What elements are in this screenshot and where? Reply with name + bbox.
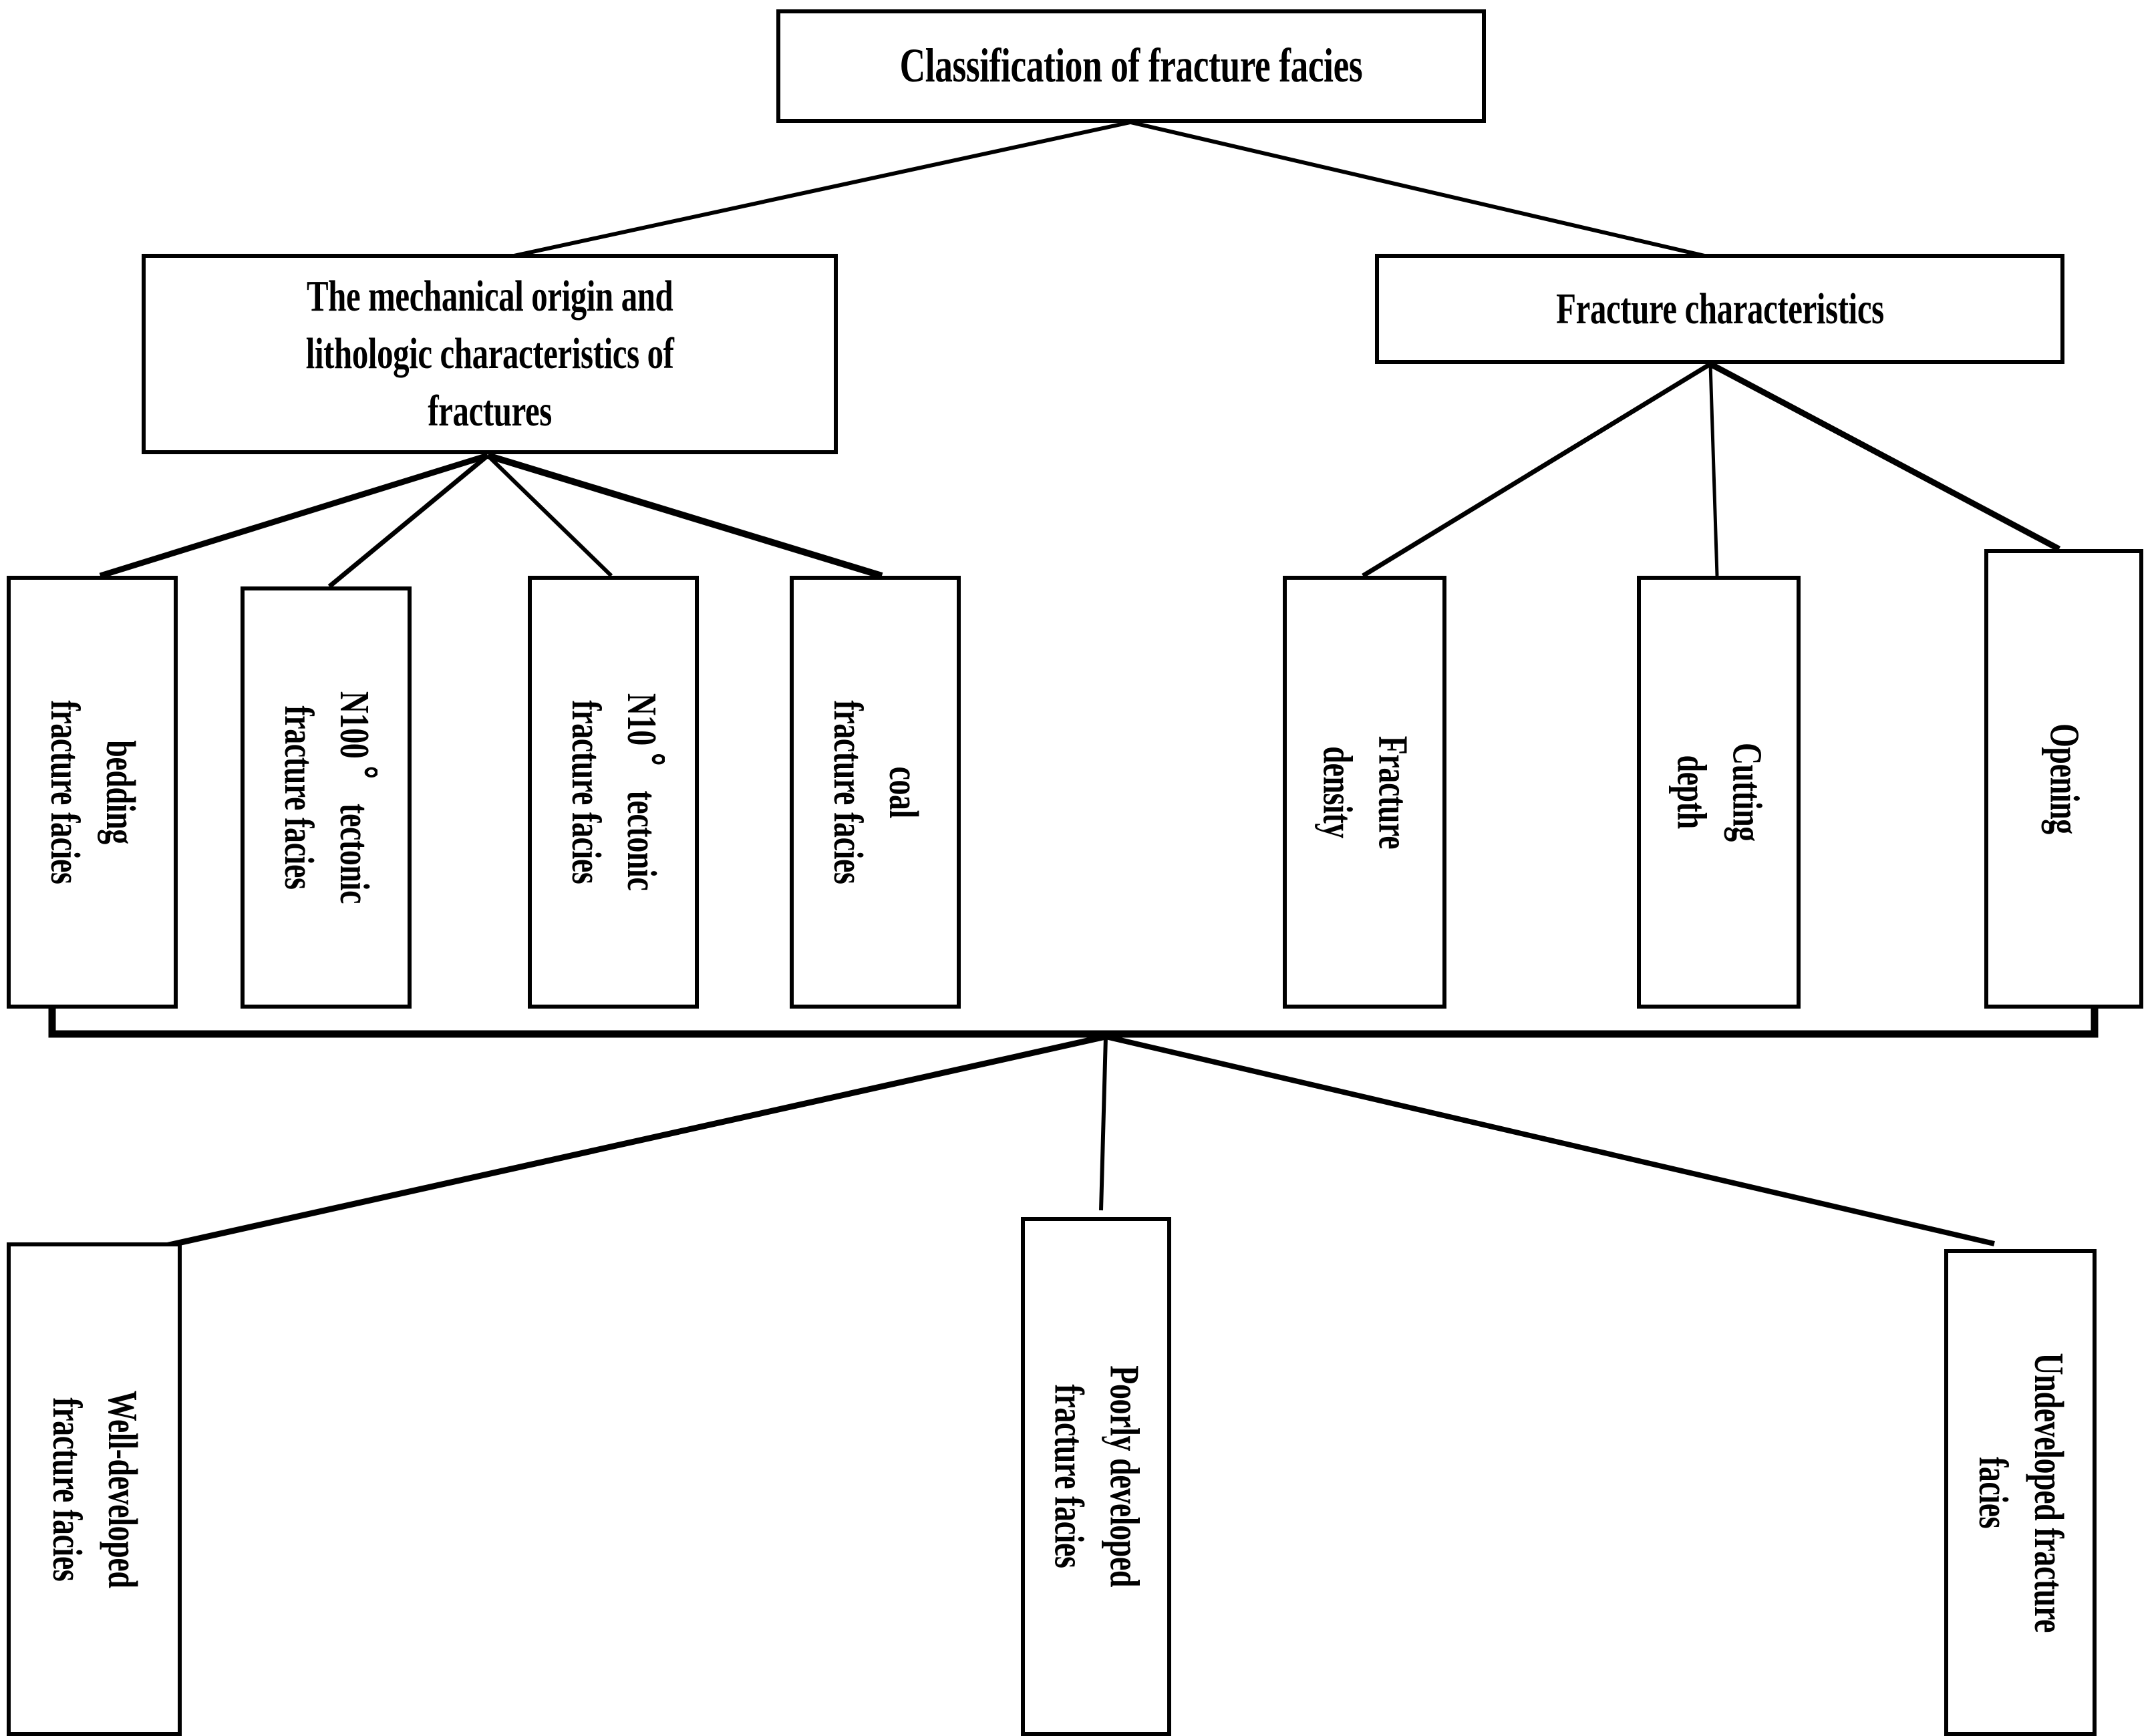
- edge-mechanical-to-coal: [486, 452, 883, 579]
- node-label: Poorly developed fracture facies: [1046, 1365, 1147, 1588]
- edge-characteristics-to-opening: [1708, 361, 2061, 552]
- edge-characteristics-to-fracture-density: [1362, 362, 1712, 578]
- node-well-developed-fracture-facies[interactable]: Well-developed fracture facies: [7, 1242, 182, 1736]
- node-fracture-density[interactable]: Fracture density: [1283, 576, 1446, 1009]
- node-label: Cutting depth: [1668, 743, 1770, 842]
- node-coal-fracture-facies[interactable]: coal fracture facies: [790, 576, 961, 1009]
- node-label: Undeveloped fracture facies: [1970, 1353, 2072, 1632]
- edge-bracket-to-undeveloped: [1105, 1034, 1995, 1246]
- node-n100-tectonic-fracture-facies[interactable]: N100 。 tectonic fracture facies: [241, 586, 412, 1009]
- node-undeveloped-fracture-facies[interactable]: Undeveloped fracture facies: [1944, 1249, 2097, 1736]
- node-mechanical-origin-lithologic-characteristics[interactable]: The mechanical origin and lithologic cha…: [142, 254, 838, 454]
- node-poorly-developed-fracture-facies[interactable]: Poorly developed fracture facies: [1021, 1217, 1171, 1736]
- edge-title-to-fracture-characteristics: [1130, 120, 1711, 259]
- edge-characteristics-to-cutting-depth: [1708, 363, 1719, 576]
- edge-mechanical-to-n10: [486, 454, 613, 578]
- edge-mechanical-to-bedding: [99, 452, 489, 579]
- node-label: N100 。 tectonic fracture facies: [276, 691, 377, 904]
- node-label: The mechanical origin and lithologic cha…: [305, 272, 674, 436]
- node-label: Classification of fracture facies: [899, 39, 1363, 93]
- node-label: bedding fracture facies: [42, 700, 144, 884]
- node-label: Fracture density: [1314, 735, 1416, 849]
- node-bedding-fracture-facies[interactable]: bedding fracture facies: [7, 576, 178, 1009]
- node-label: Opening: [2041, 723, 2087, 834]
- node-label: Fracture characteristics: [1555, 284, 1884, 333]
- edge-mechanical-to-n100: [327, 454, 490, 588]
- node-label: Well-developed fracture facies: [44, 1390, 146, 1588]
- edge-bracket-to-well-developed: [96, 1033, 1106, 1264]
- node-cutting-depth[interactable]: Cutting depth: [1637, 576, 1801, 1009]
- edge-title-to-mechanical-origin: [507, 120, 1131, 259]
- summary-bracket: [48, 1006, 2099, 1038]
- node-n10-tectonic-fracture-facies[interactable]: N10 。 tectonic fracture facies: [528, 576, 699, 1009]
- edge-bracket-to-poorly-developed: [1099, 1036, 1108, 1211]
- node-fracture-characteristics[interactable]: Fracture characteristics: [1375, 254, 2064, 364]
- node-label: N10 。 tectonic fracture facies: [563, 693, 665, 891]
- node-opening[interactable]: Opening: [1984, 549, 2143, 1009]
- node-label: coal fracture facies: [825, 700, 927, 884]
- node-classification-of-fracture-facies[interactable]: Classification of fracture facies: [776, 9, 1486, 123]
